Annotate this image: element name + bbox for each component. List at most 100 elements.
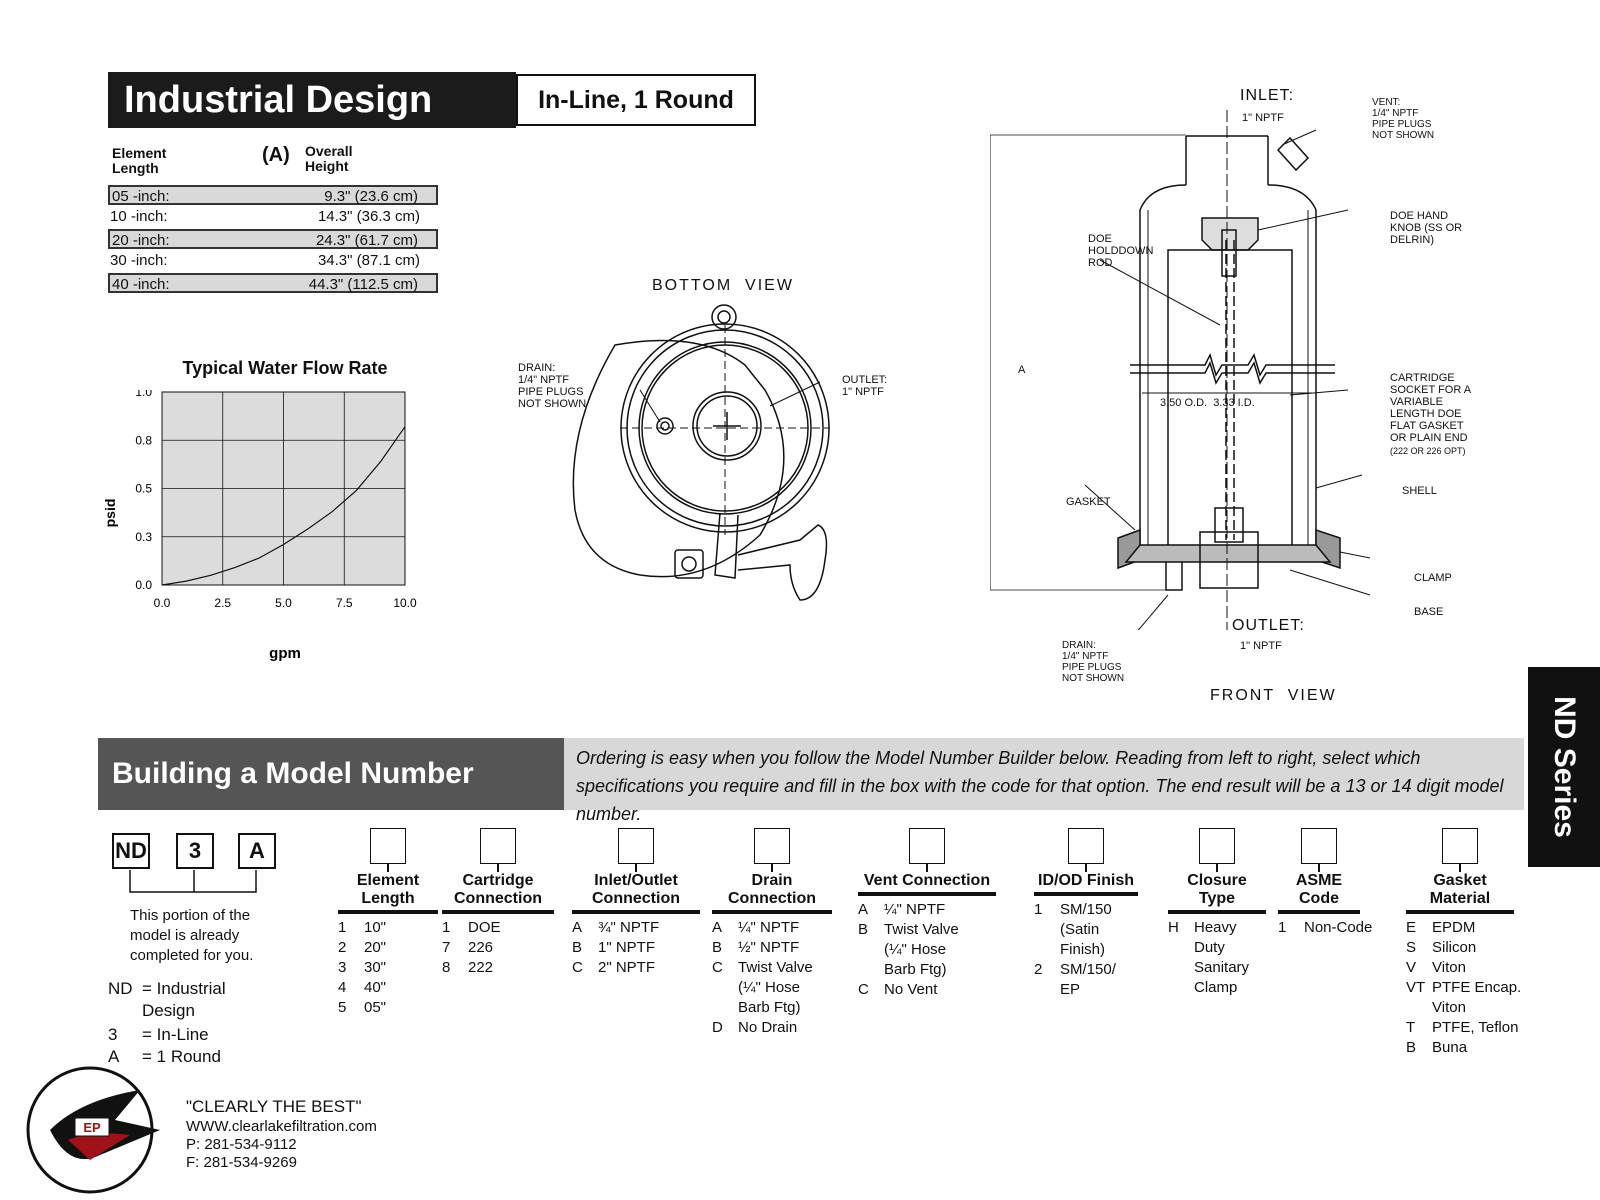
option-item: (¼" Hose [884,941,947,958]
spec-col2-header: Overall Height [305,143,353,174]
code-entry-box[interactable] [618,828,654,864]
option-item: Viton [1432,999,1466,1016]
code-entry-box[interactable] [1442,828,1478,864]
chart-title: Typical Water Flow Rate [182,358,388,378]
builder-title: Building a Model Number [98,738,564,810]
website[interactable]: WWW.clearlakefiltration.com [186,1118,377,1135]
code-entry-box[interactable] [370,828,406,864]
option-group-heading: Gasket Material [1406,872,1514,914]
chart-x-tick: 5.0 [275,596,292,610]
front-gasket-label: GASKET [1066,496,1111,508]
option-item: (Satin [1060,921,1100,938]
fixed-code-box: 3 [176,833,214,869]
option-item: (¼" Hose [738,979,801,996]
front-inlet-size: 1" NPTF [1242,112,1284,124]
option-group-heading: Cartridge Connection [442,872,554,914]
phone: P: 281-534-9112 [186,1136,297,1153]
front-socket-label: CARTRIDGE SOCKET FOR A VARIABLE LENGTH D… [1390,372,1472,444]
option-group-heading: Drain Connection [712,872,832,914]
option-item: Sanitary [1194,959,1250,976]
option-item: EP [1060,981,1081,998]
chart-y-tick: 0.3 [135,530,152,544]
front-dim-a: A [1018,364,1026,376]
chart-y-tick: 0.0 [135,578,152,592]
code-entry-box[interactable] [1301,828,1337,864]
series-tab: ND Series [1528,667,1600,867]
spec-row: 20 -inch:24.3" (61.7 cm) [108,229,438,249]
bottom-outlet-label: OUTLET: 1" NPTF [842,374,888,398]
logo-mark: EP [83,1120,101,1135]
fixed-code-bracket [129,870,257,893]
bottom-view-title: BOTTOM VIEW [652,277,794,294]
spec-row: 10 -inch:14.3" (36.3 cm) [110,208,420,225]
chart-series-line [161,426,406,586]
option-group-heading: Closure Type [1168,872,1266,914]
front-inlet-label: INLET: [1240,87,1295,104]
option-group-heading: Inlet/Outlet Connection [572,872,700,914]
slogan: "CLEARLY THE BEST" [186,1097,362,1116]
front-outlet-size: 1" NPTF [1240,640,1282,652]
code-entry-box[interactable] [909,828,945,864]
front-socket-note: (222 OR 226 OPT) [1390,446,1466,456]
bottom-view-diagram [572,304,830,601]
option-item: Clamp [1194,979,1238,996]
legend: ND= Industrial Design 3= In-Line A= 1 Ro… [108,979,226,1066]
front-base-label: BASE [1414,606,1444,618]
code-entry-box[interactable] [754,828,790,864]
option-item: Barb Ftg) [738,999,801,1016]
front-drain-label: DRAIN: 1/4" NPTF PIPE PLUGS NOT SHOWN [1062,640,1125,684]
front-vent-label: VENT: 1/4" NPTF PIPE PLUGS NOT SHOWN [1372,97,1435,141]
chart-ylabel: psid [102,499,118,528]
front-outlet-label: OUTLET: [1232,617,1305,634]
code-entry-box[interactable] [1068,828,1104,864]
option-group-heading: ID/OD Finish [1034,872,1138,896]
page-subtitle: In-Line, 1 Round [516,74,756,126]
chart-y-tick: 1.0 [135,390,152,399]
chart-x-tick: 7.5 [336,596,353,610]
front-clamp-label: CLAMP [1414,572,1452,584]
front-view-diagram [990,110,1371,630]
spec-row: 30 -inch:34.3" (87.1 cm) [110,252,420,269]
code-entry-box[interactable] [1199,828,1235,864]
front-dims-label: 3.50 O.D. 3.33 I.D. [1160,397,1255,409]
code-entry-box[interactable] [480,828,516,864]
chart-x-tick: 2.5 [214,596,231,610]
option-group-heading: Vent Connection [858,872,996,896]
option-item: Finish) [1060,941,1106,958]
chart-y-tick: 0.8 [135,433,152,447]
spec-col2-mark: (A) [262,144,290,166]
chart-xlabel: gpm [269,645,301,662]
chart-y-tick: 0.5 [135,482,152,496]
